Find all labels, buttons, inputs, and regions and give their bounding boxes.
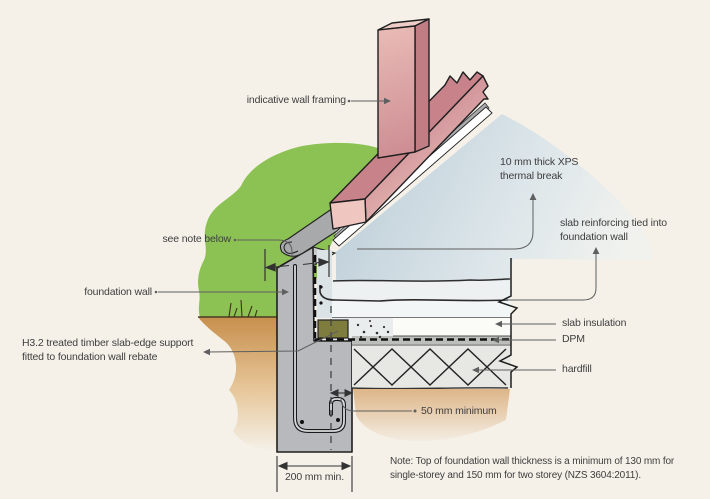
grass	[198, 142, 378, 317]
slab-mesh-line	[319, 285, 509, 302]
soil-under-hardfill	[353, 389, 510, 442]
label-slab-reinforcing: slab reinforcing tied into foundation wa…	[560, 217, 667, 243]
wall-framing-stud	[377, 18, 430, 159]
label-see-note: see note below	[162, 233, 231, 245]
leader-timber-support	[205, 330, 339, 353]
label-wall-framing: indicative wall framing	[246, 94, 346, 106]
concrete-speckles	[356, 320, 390, 339]
dpm-line	[313, 255, 510, 341]
grass-tufts	[228, 299, 258, 318]
hardfill-area	[351, 344, 511, 442]
label-slab-insulation: slab insulation	[562, 317, 627, 329]
leader-thermal-break	[357, 198, 534, 250]
note-text: Note: Top of foundation wall thickness i…	[390, 456, 675, 481]
label-hardfill: hardfill	[562, 363, 592, 375]
label-50mm: 50 mm minimum	[421, 405, 497, 417]
label-timber-support: H3.2 treated timber slab-edge support fi…	[22, 337, 194, 363]
dimension-200mm	[276, 456, 353, 492]
label-thermal-break: 10 mm thick XPS thermal break	[500, 156, 579, 182]
dimension-wall-top	[264, 245, 330, 281]
leader-lines	[158, 100, 597, 412]
slab-top-surface	[336, 114, 652, 281]
hardfill-cross-pattern	[353, 348, 507, 386]
slab-insulation-band	[393, 318, 511, 336]
label-foundation-wall: foundation wall	[84, 286, 152, 298]
dimension-50mm	[329, 389, 354, 397]
label-dpm: DPM	[562, 333, 585, 345]
rebar	[293, 264, 346, 433]
label-200mm: 200 mm min.	[284, 471, 345, 483]
leader-see-note	[237, 239, 293, 258]
leader-50mm	[340, 396, 412, 412]
leader-arrowheads	[154, 97, 600, 413]
timber-support-block	[317, 319, 349, 339]
plate-end-face	[329, 198, 367, 230]
leader-slab-reinforcing	[505, 252, 597, 301]
soil	[198, 299, 277, 450]
